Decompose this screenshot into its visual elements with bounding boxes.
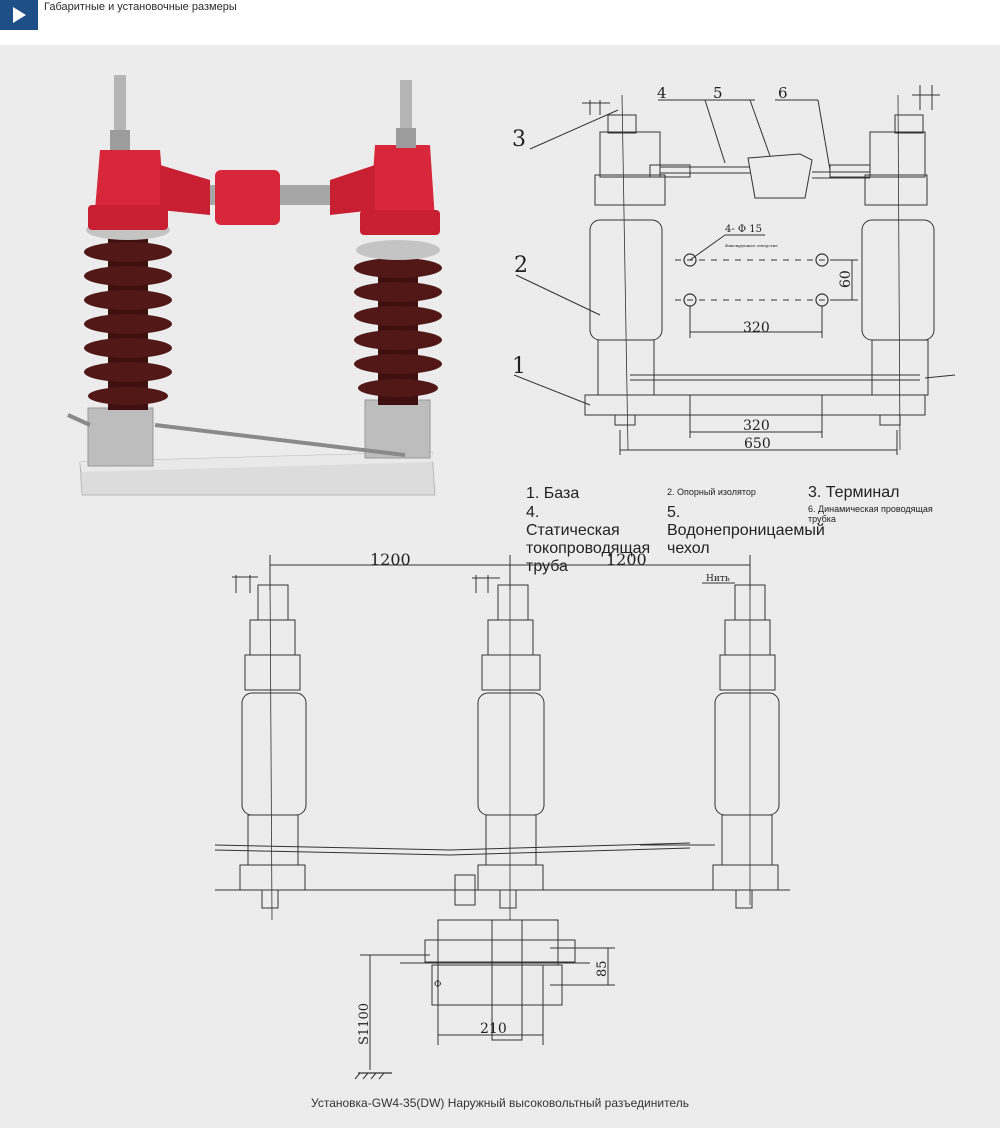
dim-1200-left: 1200 <box>370 550 411 569</box>
legend-item-5: 5. Водонепроницаемый чехол <box>667 504 825 557</box>
section-header: Габаритные и установочные размеры <box>0 0 1000 30</box>
tag-label: Нить <box>706 574 730 584</box>
callout-2: 2 <box>514 253 528 278</box>
callout-3: 3 <box>512 127 526 152</box>
play-icon[interactable] <box>0 0 38 30</box>
section-title: Габаритные и установочные размеры <box>44 1 237 13</box>
product-photo <box>67 75 442 496</box>
bottom-diagram <box>214 555 790 1080</box>
top-diagram-labels: 3 4 5 6 2 1 4- Φ 15 Фиксирующее отверсти… <box>512 84 854 452</box>
dim-s1100: S1100 <box>357 1003 372 1045</box>
callout-1: 1 <box>512 354 526 379</box>
dim-320-base: 320 <box>743 418 770 434</box>
phi-mark: Φ <box>434 980 441 990</box>
dim-85: 85 <box>595 960 610 977</box>
callout-4: 4 <box>657 84 667 102</box>
legend-item-3: 3. Терминал <box>808 484 900 501</box>
hole-label: 4- Φ 15 <box>725 224 762 235</box>
callout-5: 5 <box>713 84 723 102</box>
dim-1200-right: 1200 <box>606 550 647 569</box>
bottom-diagram-labels: 1200 1200 Нить Φ S1100 85 210 <box>357 550 730 1045</box>
legend-item-1: 1. База <box>526 485 580 502</box>
dim-320-holes: 320 <box>743 320 770 336</box>
dim-650: 650 <box>744 436 771 452</box>
legend-item-6: 6. Динамическая проводящая трубка <box>808 504 933 524</box>
top-diagram <box>513 85 956 455</box>
figure-caption: Установка-GW4-35(DW) Наружный высоковоль… <box>311 1096 689 1110</box>
dim-210: 210 <box>480 1021 507 1037</box>
callout-6: 6 <box>778 84 788 102</box>
legend-item-2: 2. Опорный изолятор <box>667 487 756 497</box>
dim-60: 60 <box>838 270 854 288</box>
legend-item-4: 4. Статическая токопроводящая труба <box>526 504 651 575</box>
hole-note: Фиксирующее отверстие <box>725 243 778 248</box>
